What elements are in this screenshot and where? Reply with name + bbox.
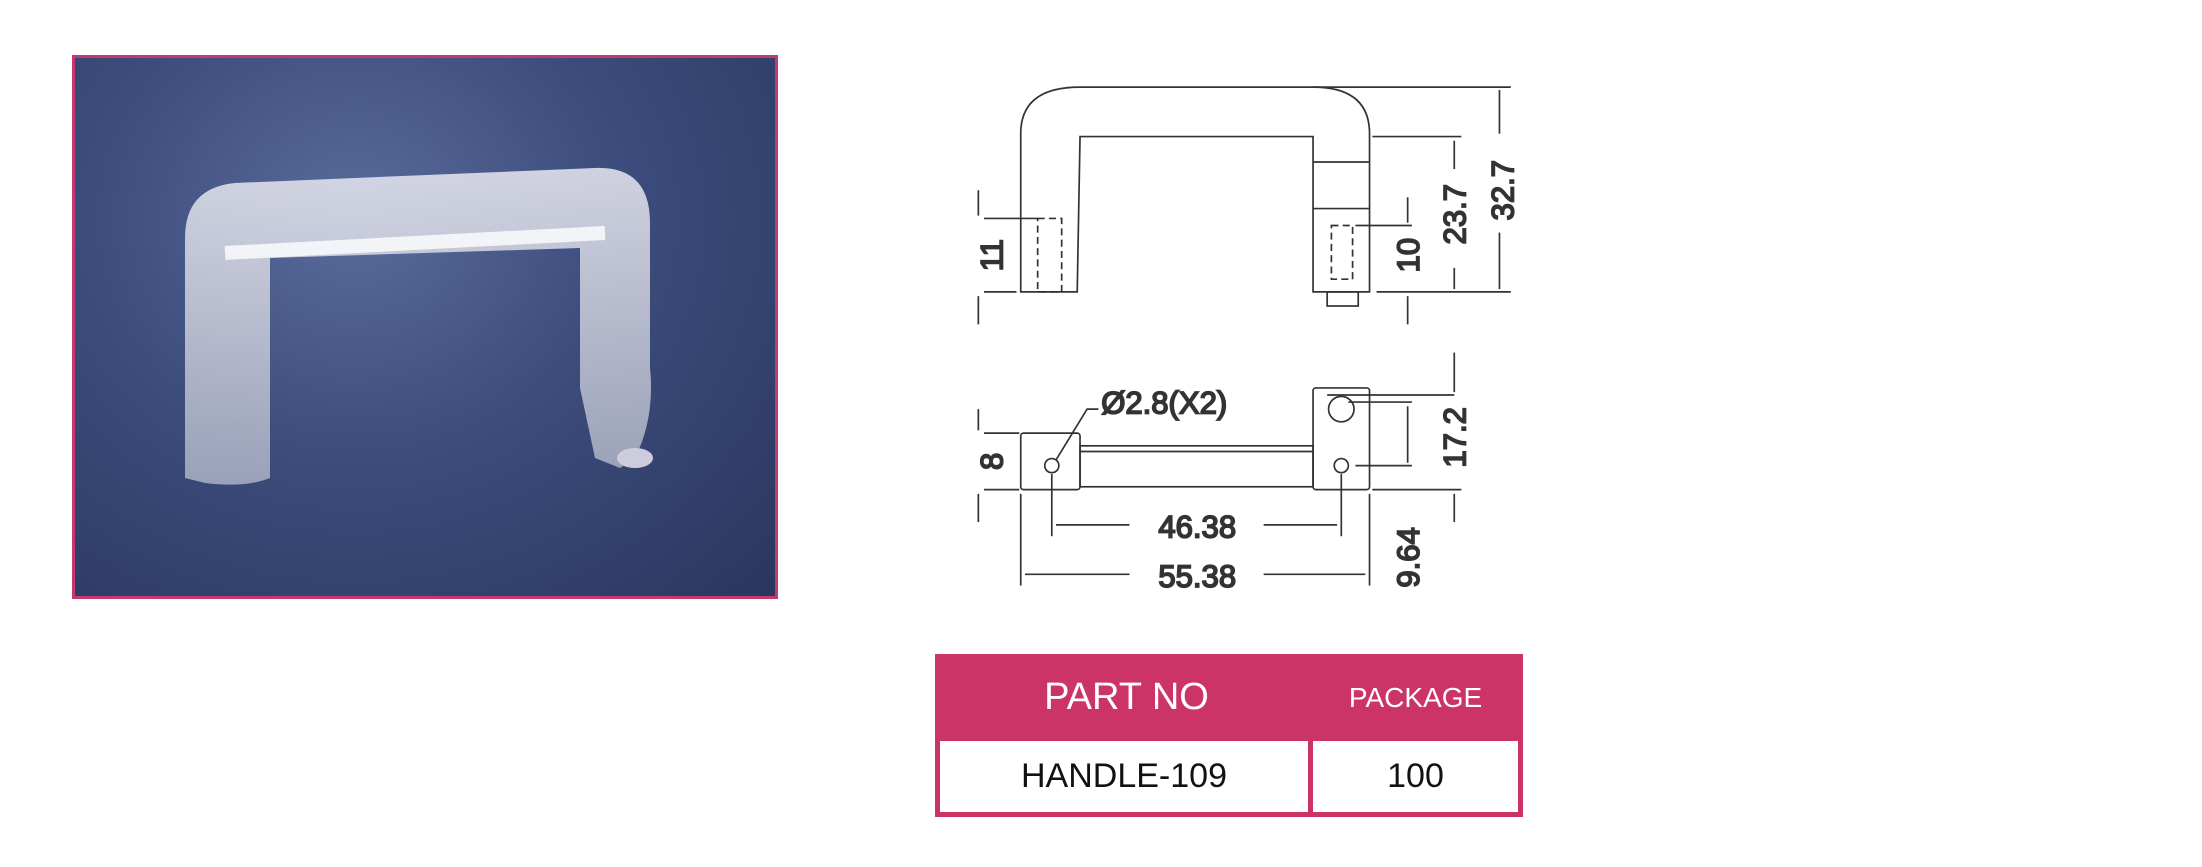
dim-right-depth: 17.2 [1438,407,1473,467]
header-part-no: PART NO [1044,676,1209,718]
header-package: PACKAGE [1348,681,1483,713]
table-header: PART NO PACKAGE [940,654,1518,741]
top-view [977,352,1462,586]
handle-photo-illustration [185,167,653,485]
dim-leg-left: 11 [974,239,1009,271]
dim-inner-height: 23.7 [1438,184,1473,244]
cell-package: 100 [1313,741,1518,812]
table-row: HANDLE-109 100 [940,741,1518,812]
cell-part-no: HANDLE-109 [940,741,1308,812]
dim-width: 8 [974,453,1009,470]
dim-hole-spacing: 46.38 [1158,510,1236,545]
spec-table: PART NO PACKAGE HANDLE-109 100 [935,654,1523,817]
side-view [977,86,1511,325]
technical-drawing: 11 10 23.7 32.7 Ø2.8(X2) 8 17.2 9.64 46.… [974,86,1521,595]
dim-hole-offset: 9.64 [1391,527,1426,587]
product-photo [72,55,778,599]
dim-hole-diameter: Ø2.8(X2) [1101,385,1227,420]
dim-leg-right: 10 [1391,238,1426,273]
dim-total-length: 55.38 [1158,559,1236,594]
dim-total-height: 32.7 [1486,160,1521,220]
